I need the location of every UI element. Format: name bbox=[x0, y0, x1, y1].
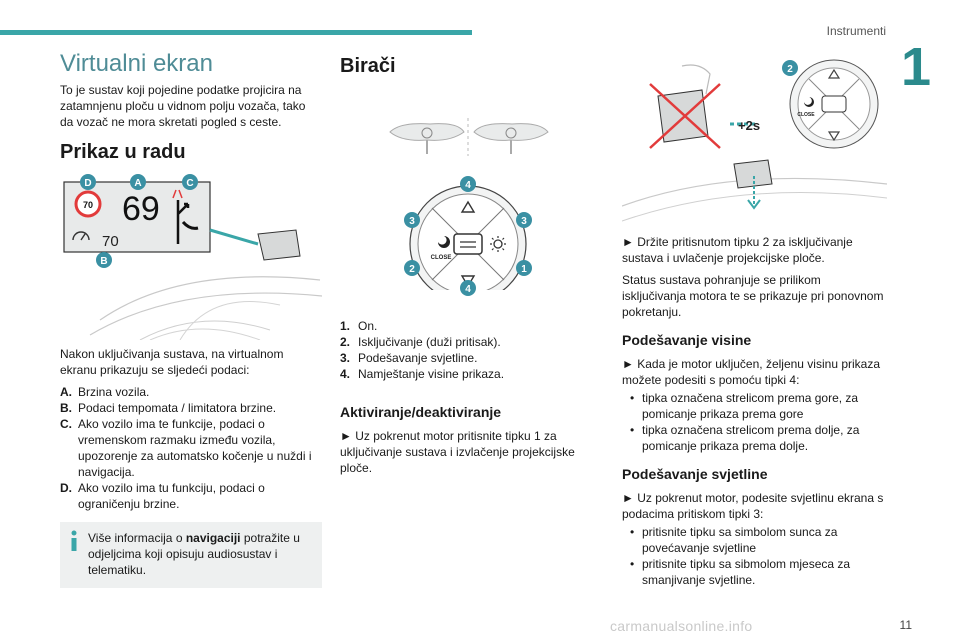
badge-4-bottom-holder: 4 bbox=[460, 280, 476, 296]
hold-duration-label: +2s bbox=[738, 118, 760, 133]
speed-limit-value: 70 bbox=[83, 200, 93, 210]
list-item: •pritisnite tipku sa sibmolom mjeseca za… bbox=[630, 557, 851, 587]
cross-out-icon bbox=[649, 83, 721, 149]
badge-c bbox=[182, 174, 198, 190]
svg-text:CLOSE: CLOSE bbox=[797, 112, 815, 118]
info-box: Više informacija o navigaciji potražite … bbox=[60, 522, 322, 588]
list-item: A.Brzina vozila. bbox=[60, 385, 150, 399]
svg-text:CLOSE: CLOSE bbox=[431, 255, 452, 261]
svg-text:C: C bbox=[186, 178, 193, 189]
center-display-icon bbox=[821, 95, 847, 113]
deactivate-paragraph: ► Držite pritisnutom tipku 2 za isključi… bbox=[622, 235, 853, 265]
height-adjust-title: Podešavanje visine bbox=[622, 332, 752, 348]
navigation-arrow-icon bbox=[176, 200, 190, 244]
cruise-speed-value: 70 bbox=[102, 233, 119, 250]
list-item: 1.On. bbox=[340, 319, 378, 333]
arrow-down-icon bbox=[827, 131, 841, 142]
column-left: Virtualni ekran To je sustav koji pojedi… bbox=[60, 52, 322, 588]
badge-4-bottom: 4 bbox=[465, 284, 471, 295]
status-paragraph: Status sustava pohranjuje se prilikom is… bbox=[622, 273, 884, 319]
display-in-operation-title: Prikaz u radu bbox=[60, 141, 186, 163]
badge-d bbox=[80, 174, 96, 190]
virtual-screen-intro: To je sustav koji pojedine podatke proji… bbox=[60, 83, 306, 129]
activation-title: Aktiviranje/deaktiviranje bbox=[340, 404, 502, 420]
height-bullets: •tipka označena strelicom prema gore, za… bbox=[622, 390, 887, 454]
chapter-number: 1 bbox=[901, 37, 932, 97]
svg-text:A: A bbox=[134, 178, 141, 189]
list-item: 3.Podešavanje svjetline. bbox=[340, 351, 478, 365]
brightness-adjust-title: Podešavanje svjetline bbox=[622, 466, 768, 482]
svg-text:D: D bbox=[84, 178, 91, 189]
list-item: B.Podaci tempomata / limitatora brzine. bbox=[60, 401, 277, 415]
badge-4-top: 4 bbox=[465, 180, 471, 191]
list-item: D.Ako vozilo ima tu funkciju, podaci o o… bbox=[60, 481, 265, 511]
section-title: Instrumenti bbox=[826, 24, 886, 38]
header-accent-bar bbox=[0, 30, 472, 35]
list-item: 2.Isključivanje (duži pritisak). bbox=[340, 335, 501, 349]
badge-b bbox=[96, 252, 112, 268]
selectors-title: Birači bbox=[340, 55, 396, 77]
list-item: •tipka označena strelicom prema dolje, z… bbox=[630, 423, 860, 453]
list-item: •tipka označena strelicom prema gore, za… bbox=[630, 391, 859, 421]
display-data-paragraph: Nakon uključivanja sustava, na virtualno… bbox=[60, 347, 284, 377]
badge-2: 2 bbox=[787, 64, 793, 75]
list-item: •pritisnite tipku sa simbolom sunca za p… bbox=[630, 525, 838, 555]
list-item: 4.Namještanje visine prikaza. bbox=[340, 367, 505, 381]
svg-text:B: B bbox=[100, 256, 107, 267]
moon-icon bbox=[438, 236, 450, 248]
deactivate-illustration: +2s CLOSE 2 bbox=[622, 59, 887, 222]
info-icon bbox=[71, 530, 77, 551]
page-number: 11 bbox=[899, 618, 912, 632]
arrow-up-icon bbox=[827, 68, 841, 79]
badge-2: 2 bbox=[409, 264, 415, 275]
badge-3-right: 3 bbox=[521, 216, 527, 227]
brightness-bullets: •pritisnite tipku sa simbolom sunca za p… bbox=[622, 524, 887, 588]
column-right: +2s CLOSE 2 ► Držite pritisnutom tipku 2… bbox=[622, 52, 887, 592]
badge-1: 1 bbox=[521, 264, 527, 275]
arrow-up-icon bbox=[460, 200, 476, 213]
column-middle: Birači CLOSE 4 3 3 2 1 4 bbox=[340, 52, 590, 482]
selector-functions-list: 1.On. 2.Isključivanje (duži pritisak). 3… bbox=[340, 318, 590, 382]
activation-paragraph: ► Uz pokrenut motor pritisnite tipku 1 z… bbox=[340, 429, 575, 475]
badge-3-left: 3 bbox=[409, 216, 415, 227]
hand-sketch bbox=[681, 64, 711, 95]
projection-panel bbox=[257, 229, 301, 261]
speed-limit-sign-icon bbox=[74, 190, 102, 218]
retract-arrow-icon bbox=[747, 199, 761, 210]
watermark: carmanualsonline.info bbox=[610, 618, 753, 634]
vehicle-speed: 69 bbox=[122, 190, 160, 228]
badge-a bbox=[130, 174, 146, 190]
selector-illustration: CLOSE 4 3 3 2 1 bbox=[389, 118, 549, 290]
brightness-adjust-intro: ► Uz pokrenut motor, podesite svjetlinu … bbox=[622, 491, 884, 521]
projection-panel-retracted bbox=[733, 159, 773, 189]
height-adjust-intro: ► Kada je motor uključen, željenu visinu… bbox=[622, 357, 881, 387]
moon-icon bbox=[804, 97, 814, 107]
sun-icon bbox=[493, 239, 503, 249]
center-display-icon bbox=[453, 233, 483, 255]
cruise-control-icon bbox=[72, 231, 90, 241]
display-data-list: A.Brzina vozila. B.Podaci tempomata / li… bbox=[60, 384, 322, 512]
info-text: Više informacija o navigaciji potražite … bbox=[88, 531, 300, 577]
hud-display-illustration: 70 69 70 D A C B bbox=[63, 174, 322, 340]
virtual-screen-title: Virtualni ekran bbox=[60, 50, 213, 77]
list-item: C.Ako vozilo ima te funkcije, podaci o v… bbox=[60, 417, 312, 479]
